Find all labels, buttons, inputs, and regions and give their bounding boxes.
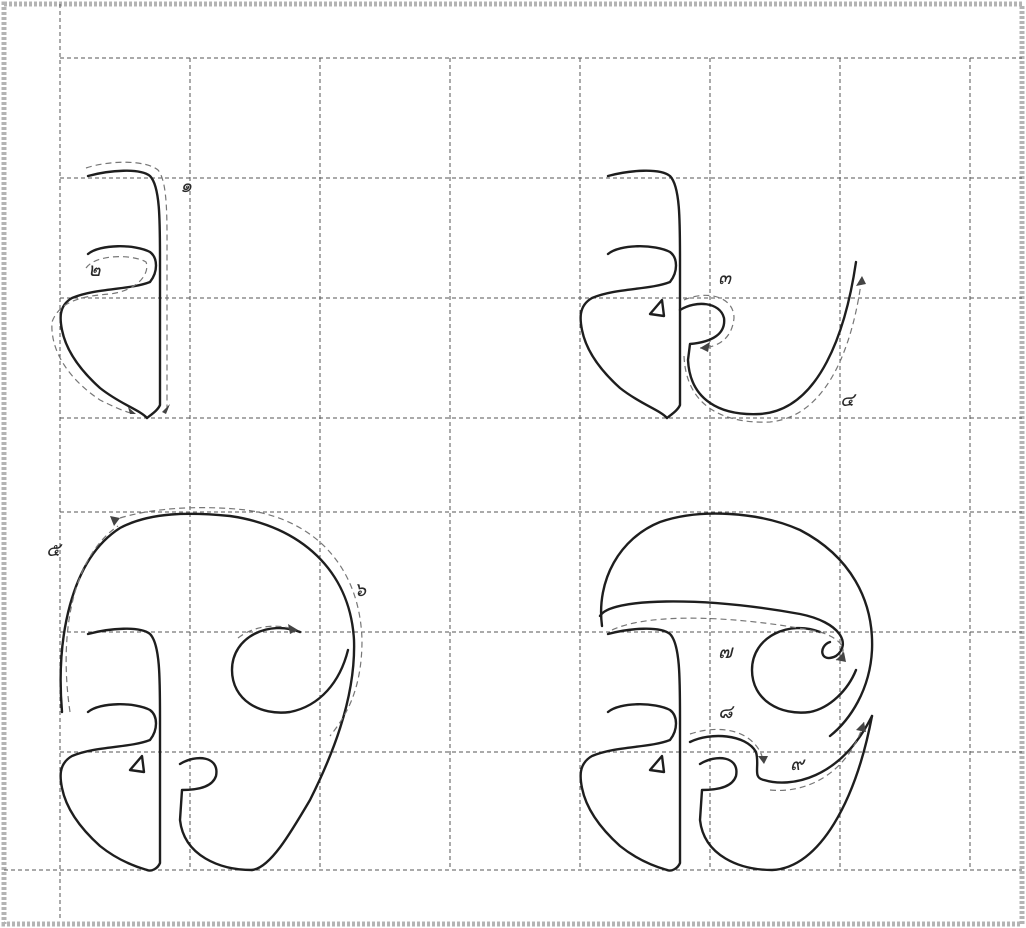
arrow-icon xyxy=(700,342,710,352)
glyph-loop xyxy=(232,628,348,713)
stroke-number-3: ๓ xyxy=(718,267,732,289)
stroke-number-4: ๔ xyxy=(840,389,857,411)
stroke-number-9: ๙ xyxy=(790,753,806,775)
glyph-stroke-1 xyxy=(88,171,160,418)
stroke-number-1: ๑ xyxy=(180,175,192,197)
arrow-icon xyxy=(856,276,866,286)
grid xyxy=(4,4,1022,920)
panel-step-3: ๕ ๖ xyxy=(46,508,367,871)
stroke-number-6: ๖ xyxy=(354,579,367,601)
glyph-notch xyxy=(650,300,664,316)
glyph-stroke-2 xyxy=(61,246,156,418)
worksheet-frame xyxy=(4,4,1022,924)
panel-step-1: ๑ ๒ xyxy=(52,162,192,418)
arrow-icon xyxy=(110,516,120,526)
arrow-icon xyxy=(758,756,768,764)
arrow-icon xyxy=(856,722,866,732)
arrow-icon xyxy=(288,624,298,634)
glyph-stroke-3 xyxy=(680,262,856,414)
stroke-number-8: ๘ xyxy=(718,701,735,723)
stroke-number-2: ๒ xyxy=(88,259,101,281)
glyph-stroke-8 xyxy=(690,716,872,783)
panel-step-2: ๓ ๔ xyxy=(581,171,866,422)
stroke-number-7: ๗ xyxy=(718,641,734,663)
glyph-stroke-5 xyxy=(61,514,354,870)
panel-step-4: ๗ ๘ ๙ xyxy=(581,514,873,871)
arrow-icon xyxy=(162,404,170,414)
